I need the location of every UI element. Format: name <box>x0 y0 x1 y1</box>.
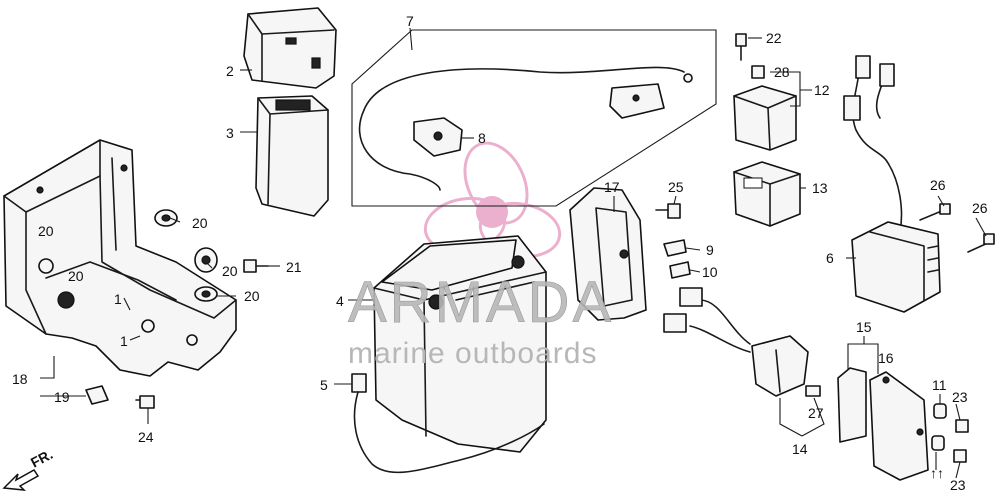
part-plate-16 <box>869 371 929 481</box>
group-frame-7 <box>351 29 717 207</box>
callout-2: 2 <box>226 63 234 79</box>
callout-16: 16 <box>878 350 894 366</box>
callout-6: 6 <box>826 250 834 266</box>
front-direction-label: FR. <box>28 446 55 471</box>
callout-21: 21 <box>286 259 302 275</box>
callout-20c: 20 <box>68 268 84 284</box>
bolt-24 <box>135 395 155 409</box>
callout-17: 17 <box>604 179 620 195</box>
callout-20e: 20 <box>244 288 260 304</box>
callout-1b: 1 <box>120 333 128 349</box>
bolt-26a <box>919 203 951 221</box>
part-wire-harness <box>663 287 821 397</box>
part-regulator-rectifier <box>843 55 941 313</box>
watermark-tagline: marine outboards <box>348 337 597 370</box>
front-direction-indicator: FR. <box>2 446 55 491</box>
callout-28: 28 <box>774 64 790 80</box>
watermark-propeller-logo <box>423 141 562 259</box>
callout-10: 10 <box>702 264 718 280</box>
grommet-20b <box>194 247 218 273</box>
front-arrow-icon <box>2 469 40 491</box>
callout-8: 8 <box>478 130 486 146</box>
bolt-25 <box>655 203 681 219</box>
part-fuse-box <box>255 95 329 217</box>
callout-14: 14 <box>792 441 808 457</box>
callout-4: 4 <box>336 293 344 309</box>
part-battery <box>373 235 547 453</box>
part-battery-cover <box>243 7 337 89</box>
callout-20b: 20 <box>38 223 54 239</box>
clip-9 <box>663 239 687 257</box>
callout-27: 27 <box>808 405 824 421</box>
callout-12: 12 <box>814 82 830 98</box>
part-relay-holder <box>733 161 801 227</box>
callout-26a: 26 <box>930 177 946 193</box>
callout-24: 24 <box>138 429 154 445</box>
watermark-brand: ARMADA <box>348 270 614 335</box>
callout-19: 19 <box>54 389 70 405</box>
bolt-21 <box>243 259 269 273</box>
callout-15: 15 <box>856 319 872 335</box>
grommet-20a <box>154 209 178 227</box>
part-battery-tray <box>3 139 237 377</box>
part-breather-tube <box>351 373 545 474</box>
part-relay <box>733 33 797 151</box>
leader-lines <box>40 27 987 479</box>
part-terminal-cover <box>413 117 463 157</box>
part-collar-11 <box>931 403 947 451</box>
callout-22: 22 <box>766 30 782 46</box>
callout-labels: 2 3 7 8 22 28 12 20 20 20 20 20 21 1 1 1… <box>12 13 988 493</box>
callout-9: 9 <box>706 242 714 258</box>
callout-11b: ↑↑ <box>930 465 944 481</box>
callout-26b: 26 <box>972 200 988 216</box>
callout-13: 13 <box>812 180 828 196</box>
callout-23a: 23 <box>952 389 968 405</box>
callout-25: 25 <box>668 179 684 195</box>
callout-11a: 11 <box>932 377 947 393</box>
callout-7: 7 <box>406 13 414 29</box>
clip-10 <box>669 261 691 279</box>
clip-19 <box>85 385 109 405</box>
part-battery-box-cover <box>569 187 647 321</box>
callout-20d: 20 <box>222 263 238 279</box>
callout-3: 3 <box>226 125 234 141</box>
callout-23b: 23 <box>950 477 966 493</box>
grommet-20c <box>194 286 218 302</box>
part-battery-cable <box>358 66 693 191</box>
part-plate-15 <box>837 367 867 443</box>
callout-18: 18 <box>12 371 28 387</box>
callout-5: 5 <box>320 377 328 393</box>
bolt-26b <box>967 233 995 253</box>
callout-20a: 20 <box>192 215 208 231</box>
callout-1a: 1 <box>114 291 122 307</box>
bolt-23 <box>953 419 969 463</box>
